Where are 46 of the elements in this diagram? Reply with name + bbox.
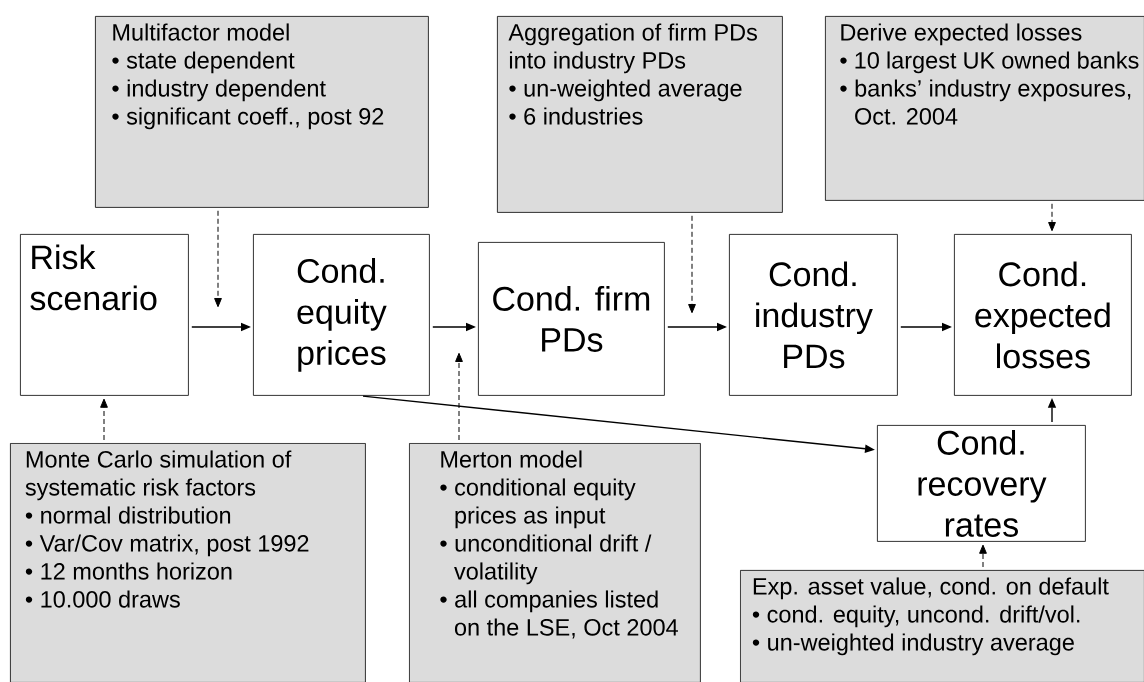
bullet-item: • all companies listed on the LSE, Oct 2004 xyxy=(440,590,678,639)
bullet-item: • 10 largest UK owned banks xyxy=(840,51,1139,74)
bullet-item: • state dependent xyxy=(112,51,295,74)
arrow xyxy=(979,544,987,568)
bullet-item: • industry dependent xyxy=(112,79,326,102)
bullet-item: • cond. equity, uncond. drift/vol. xyxy=(752,605,1080,628)
process-box xyxy=(20,234,189,396)
heading: Multifactor model xyxy=(113,23,289,41)
process-box xyxy=(478,242,665,396)
bullet-item: • banks’ industry exposures, Oct. 2004 xyxy=(840,79,1131,125)
arrow xyxy=(214,210,222,308)
box-label: Cond. recovery rates xyxy=(918,429,1047,537)
box-label: Cond. industry PDs xyxy=(756,261,873,369)
arrow xyxy=(688,215,696,314)
box-label: Cond. firm PDs xyxy=(493,285,650,352)
note-box xyxy=(10,443,366,682)
bullet-item: • un-weighted industry average xyxy=(752,633,1074,656)
heading: Merton model xyxy=(441,450,582,468)
note-box xyxy=(95,16,429,208)
note-box xyxy=(497,16,783,213)
bullet-item: • 12 months horizon xyxy=(25,562,232,580)
bullet-item: • 10.000 draws xyxy=(25,590,180,608)
box-label: Risk scenario xyxy=(30,244,157,311)
box-label: Cond. expected losses xyxy=(975,261,1110,369)
process-box xyxy=(253,234,430,396)
arrow xyxy=(100,398,108,441)
process-box xyxy=(729,234,898,396)
heading: Monte Carlo simulation of systematic risk factors xyxy=(25,450,292,501)
heading: Derive expected losses xyxy=(841,23,1082,46)
bullet-item: • unconditional drift / volatility xyxy=(440,534,652,585)
process-box xyxy=(877,425,1086,542)
bullet-item: • significant coeff., post 92 xyxy=(112,107,384,130)
bullet-item: • un-weighted average xyxy=(509,79,742,102)
bullet-item: • normal distribution xyxy=(25,506,231,524)
bullet-item: • 6 industries xyxy=(509,107,643,125)
heading: Exp. asset value, cond. on default xyxy=(753,577,1109,600)
arrow xyxy=(455,352,463,441)
note-box xyxy=(825,16,1144,201)
heading: Aggregation of firm PDs into industry PDs xyxy=(508,23,757,74)
bullet-item: • conditional equity prices as input xyxy=(440,478,636,529)
box-label: Cond. equity prices xyxy=(297,258,387,372)
arrow xyxy=(1048,203,1056,232)
process-box xyxy=(954,234,1132,396)
note-box xyxy=(409,443,701,682)
bullet-item: • Var/Cov matrix, post 1992 xyxy=(25,534,309,557)
note-box xyxy=(740,570,1144,682)
